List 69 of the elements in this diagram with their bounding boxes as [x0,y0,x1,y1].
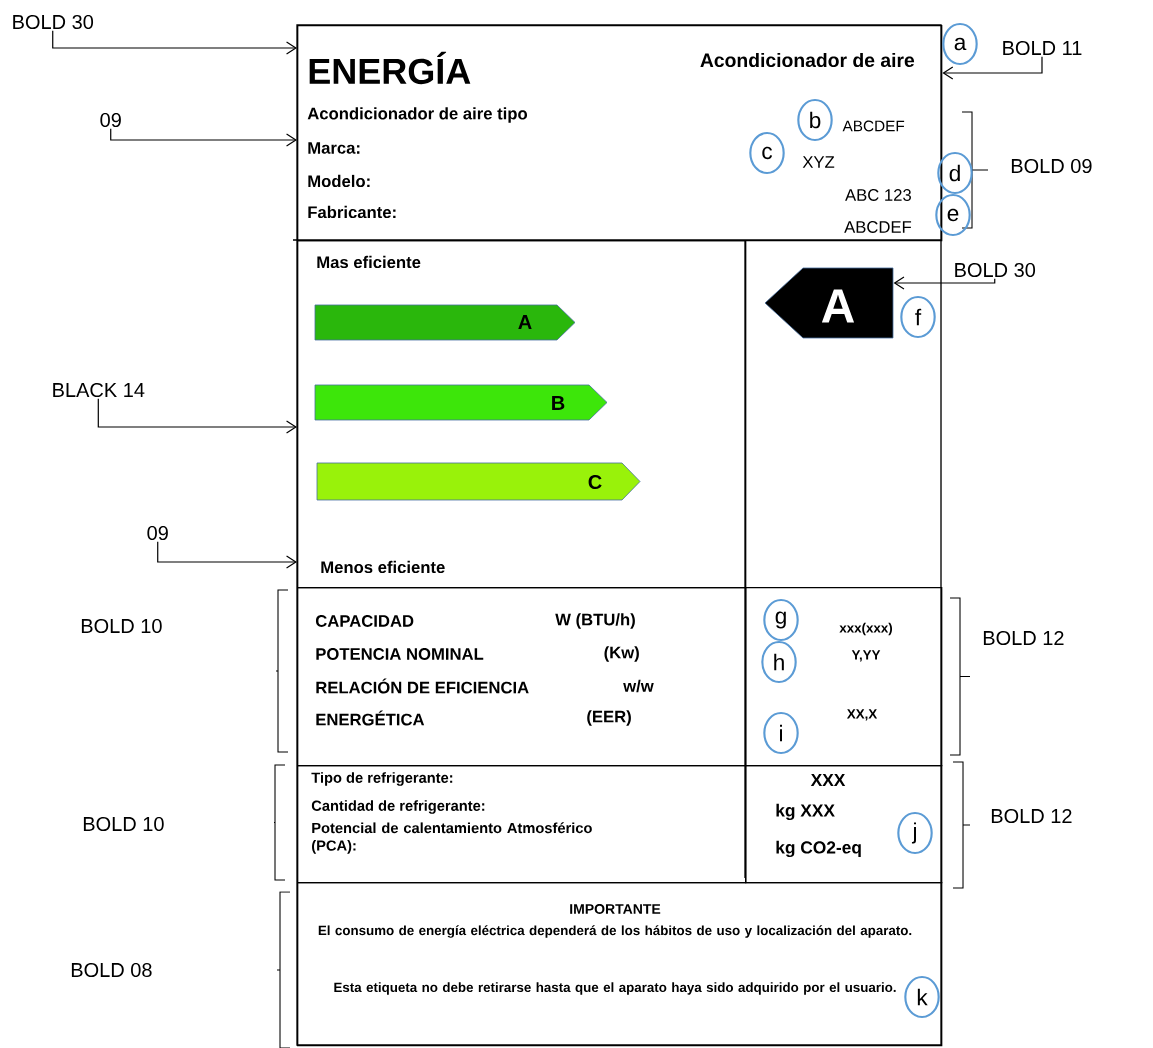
font-annotation: BOLD 12 [983,630,1064,646]
font-annotation: BOLD 12 [991,808,1072,824]
spec-label: ENERGÉTICA [316,710,425,726]
font-annotation: 09 [100,112,121,128]
field-value: ABCDEF [844,221,912,233]
class-letter: C [588,474,602,490]
spec-label: CAPACIDAD [315,615,414,627]
spec-unit: W (BTU/h) [555,613,635,629]
arrow [157,541,297,569]
notice-text: El consumo de energía eléctrica dependerá de los hábitos de uso y localización del aparato. [318,925,912,938]
font-annotation: BOLD 10 [83,816,164,832]
class-arrow [764,267,894,339]
class-letter: A [518,315,532,329]
font-annotation: BOLD 09 [1011,158,1092,174]
efficiency-bar [314,304,576,341]
field-value: ABCDEF [842,120,905,132]
spec-label: RELACIÓN DE EFICIENCIA [316,678,529,694]
font-annotation: BOLD 08 [71,962,152,978]
spec-label: POTENCIA NOMINAL [316,648,484,660]
field-value: kg XXX [776,803,835,821]
font-annotation: BLACK 14 [53,382,145,398]
class-letter: B [552,396,565,410]
callout-letter: d [937,151,973,195]
font-annotation: BOLD 11 [1003,40,1082,56]
callout-letter: h [761,640,797,684]
font-annotation: BOLD 10 [81,618,162,634]
notice-text: Esta etiqueta no debe retirarse hasta que el aparato haya sido adquirido por el usuario. [334,982,896,995]
arrow [893,276,996,290]
callout-letter: k [904,975,940,1019]
spec-unit: w/w [623,679,654,693]
class-letter: A [821,289,855,323]
efficiency-bar [314,384,608,421]
field-label: Modelo: [308,174,370,188]
field-label: Potencial de calentamiento Atmosférico (PCA): [312,822,592,854]
field-label: Tipo de refrigerante: [311,772,453,786]
notice-heading: IMPORTANTE [570,904,661,914]
title: ENERGÍA [309,51,471,85]
callout-letter: b [797,98,833,142]
arrow [97,398,297,434]
field-label: Marca: [308,142,360,154]
callout-letter: a [942,22,978,66]
field-value: XYZ [802,156,835,168]
callout-letter: g [763,598,799,642]
spec-value: Y,YY [851,650,881,662]
heading: Acondicionador de aire [700,52,915,68]
arrow [110,128,297,147]
field-value: ABC 123 [845,189,911,201]
font-annotation: BOLD 30 [13,14,94,30]
spec-unit: (EER) [587,710,631,726]
field-value: XXX [810,774,846,786]
efficiency-bar [316,462,641,501]
spec-value: XX,X [846,709,878,721]
arrow [52,30,297,55]
font-annotation: 09 [147,525,168,541]
font-annotation: BOLD 30 [955,262,1036,278]
field-label: Acondicionador de aire tipo [307,107,527,123]
scale-label: Menos eficiente [321,560,445,574]
callout-letter: i [763,711,799,755]
callout-letter: j [897,811,933,855]
scale-label: Mas eficiente [317,255,421,269]
callout-letter: f [900,295,936,339]
arrow [942,56,1043,80]
callout-letter: c [749,131,785,175]
field-label: Cantidad de refrigerante: [311,800,485,814]
field-value: kg CO2-eq [776,840,861,858]
callout-letter: e [935,193,971,237]
spec-unit: (Kw) [604,646,639,662]
spec-value: xxx(xxx) [839,622,893,636]
field-label: Fabricante: [308,205,396,219]
